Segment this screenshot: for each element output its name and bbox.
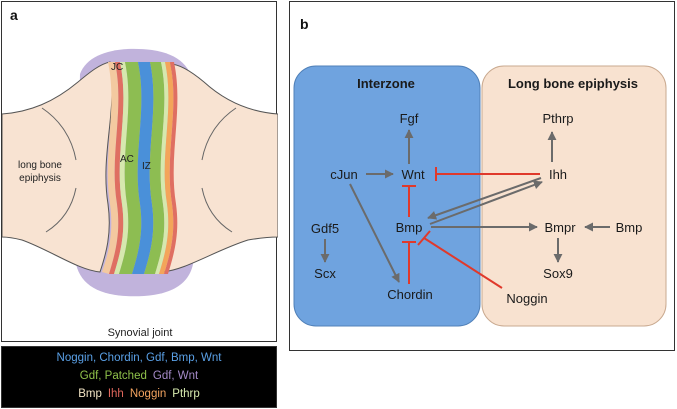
layer-peach-left <box>102 62 119 274</box>
label-jc: JC <box>111 62 123 73</box>
bone-contour-right-upper <box>201 107 237 161</box>
legend-row: Gdf, Patched Gdf, Wnt <box>2 367 276 385</box>
layer-palegreen-right <box>155 62 169 274</box>
arrow-ihh-bmp <box>427 177 542 220</box>
layer-green-right <box>144 62 165 274</box>
node-ihh: Ihh <box>549 167 567 182</box>
node-noggin: Noggin <box>506 291 547 306</box>
label-epiphysis-line1: long bone <box>18 160 62 171</box>
inhibit-noggin-bmp-bar <box>417 230 431 246</box>
right-bone <box>161 63 279 273</box>
inhibit-noggin-bmp <box>423 237 503 289</box>
caption-synovial-joint: Synovial joint <box>108 327 173 339</box>
node-bmp: Bmp <box>396 220 423 235</box>
label-epiphysis-line2: epiphysis <box>19 173 61 184</box>
region-epiphysis <box>481 65 667 327</box>
panel-b: b Interzone Long bone epiphysis <box>289 1 675 351</box>
node-bmp-external: Bmp <box>616 220 643 235</box>
bone-contour-left-upper <box>41 107 77 161</box>
legend-row: Noggin, Chordin, Gdf, Bmp, Wnt <box>2 349 276 367</box>
panel-a: a JC AC IZ long bone epiphysis Synovial … <box>1 1 279 342</box>
layer-palegreen-left <box>114 62 129 274</box>
inhibition-lines <box>402 167 540 289</box>
signaling-diagram: Interzone Long bone epiphysis <box>293 65 667 327</box>
node-sox9: Sox9 <box>543 266 573 281</box>
legend-entry: Bmp <box>78 388 102 400</box>
legend-entry: Gdf, Wnt <box>152 370 199 382</box>
legend-entry: Noggin <box>129 388 167 400</box>
arrow-bmp-ihh <box>429 180 543 225</box>
bone-contour-right-lower <box>201 187 233 233</box>
label-ac: AC <box>120 154 134 165</box>
layer-green-left <box>119 62 142 274</box>
label-iz: IZ <box>142 161 151 172</box>
legend-entry: Gdf, Patched <box>79 370 147 382</box>
node-wnt: Wnt <box>401 167 425 182</box>
interzone-layer <box>132 62 154 274</box>
legend-entry: Noggin, Chordin, Gdf, Bmp, Wnt <box>56 352 222 364</box>
bone-contour-left-lower <box>45 187 77 233</box>
arrow-cjun-chordin <box>349 183 400 283</box>
panel-b-letter: b <box>300 16 309 32</box>
legend-entry: Ihh <box>107 388 124 400</box>
node-gdf5: Gdf5 <box>311 221 339 236</box>
legend-row: Bmp Ihh Noggin Pthrp <box>2 385 276 403</box>
activation-arrows <box>320 129 610 283</box>
node-fgf: Fgf <box>400 111 419 126</box>
node-bmpr: Bmpr <box>544 220 576 235</box>
layer-red-left <box>109 62 124 274</box>
layer-orange-right <box>159 62 174 274</box>
region-interzone <box>293 65 481 327</box>
synovial-joint-illustration: JC AC IZ long bone epiphysis Synovial jo… <box>1 48 279 339</box>
node-chordin: Chordin <box>387 287 433 302</box>
node-cjun: cJun <box>330 167 357 182</box>
region-epiphysis-title: Long bone epiphysis <box>508 76 638 91</box>
node-scx: Scx <box>314 266 336 281</box>
layer-red-right <box>164 62 178 274</box>
left-bone <box>1 61 113 273</box>
panel-a-letter: a <box>10 7 18 23</box>
node-pthrp: Pthrp <box>542 111 573 126</box>
legend-entry: Pthrp <box>172 388 200 400</box>
region-interzone-title: Interzone <box>357 76 415 91</box>
